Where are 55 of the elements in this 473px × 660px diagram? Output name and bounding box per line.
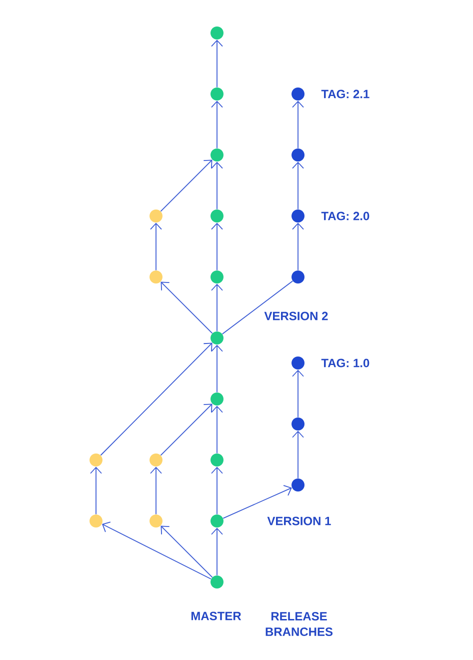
arrow bbox=[160, 282, 213, 334]
commit-dot bbox=[292, 356, 304, 370]
arrow bbox=[160, 160, 212, 212]
text-label: MASTER bbox=[191, 612, 242, 620]
arrow bbox=[211, 284, 223, 332]
commit-dot bbox=[210, 26, 224, 40]
arrow bbox=[211, 466, 223, 515]
arrow bbox=[90, 466, 102, 515]
tag-label: TAG: 2.1 bbox=[321, 90, 370, 98]
connector-line bbox=[222, 280, 294, 334]
commit-dot bbox=[292, 418, 304, 430]
commit-dot bbox=[210, 332, 224, 344]
commit-dot bbox=[210, 514, 224, 528]
commit-dot bbox=[150, 270, 162, 284]
arrow bbox=[211, 344, 223, 393]
commit-dot bbox=[292, 270, 304, 284]
commit-dot bbox=[150, 210, 162, 222]
commit-dot bbox=[210, 392, 224, 406]
commit-dot bbox=[292, 88, 304, 100]
commit-dot bbox=[210, 270, 224, 284]
arrow bbox=[211, 222, 223, 271]
arrow bbox=[292, 100, 304, 149]
arrow bbox=[211, 40, 223, 88]
commit-dot bbox=[210, 88, 224, 100]
arrow bbox=[211, 100, 223, 149]
arrow bbox=[150, 466, 162, 515]
commit-dot bbox=[210, 454, 224, 466]
commit-dot bbox=[210, 210, 224, 222]
commit-dot bbox=[90, 454, 102, 466]
commit-dot bbox=[292, 478, 304, 492]
arrow bbox=[222, 484, 292, 519]
text-label: VERSION 1 bbox=[267, 516, 331, 526]
tag-label: TAG: 2.0 bbox=[321, 212, 370, 220]
arrow bbox=[292, 222, 304, 271]
commit-dot bbox=[90, 514, 102, 528]
arrow bbox=[160, 526, 213, 578]
text-label: VERSION 2 bbox=[264, 312, 328, 320]
commit-dot bbox=[150, 454, 162, 466]
tag-label: TAG: 1.0 bbox=[321, 358, 370, 368]
arrow bbox=[211, 406, 223, 454]
arrow bbox=[160, 404, 212, 456]
arrow bbox=[211, 528, 223, 576]
text-label: RELEASE BRANCHES bbox=[266, 612, 333, 636]
commit-dot bbox=[210, 576, 224, 588]
arrow bbox=[292, 162, 304, 210]
commit-dot bbox=[150, 514, 162, 528]
arrow bbox=[100, 342, 212, 456]
commit-dot bbox=[210, 148, 224, 162]
commit-dot bbox=[292, 148, 304, 162]
commit-dot bbox=[292, 210, 304, 222]
arrow bbox=[102, 522, 212, 580]
arrow bbox=[150, 222, 162, 271]
arrow bbox=[292, 370, 304, 418]
arrow bbox=[292, 430, 304, 479]
arrow bbox=[211, 162, 223, 210]
